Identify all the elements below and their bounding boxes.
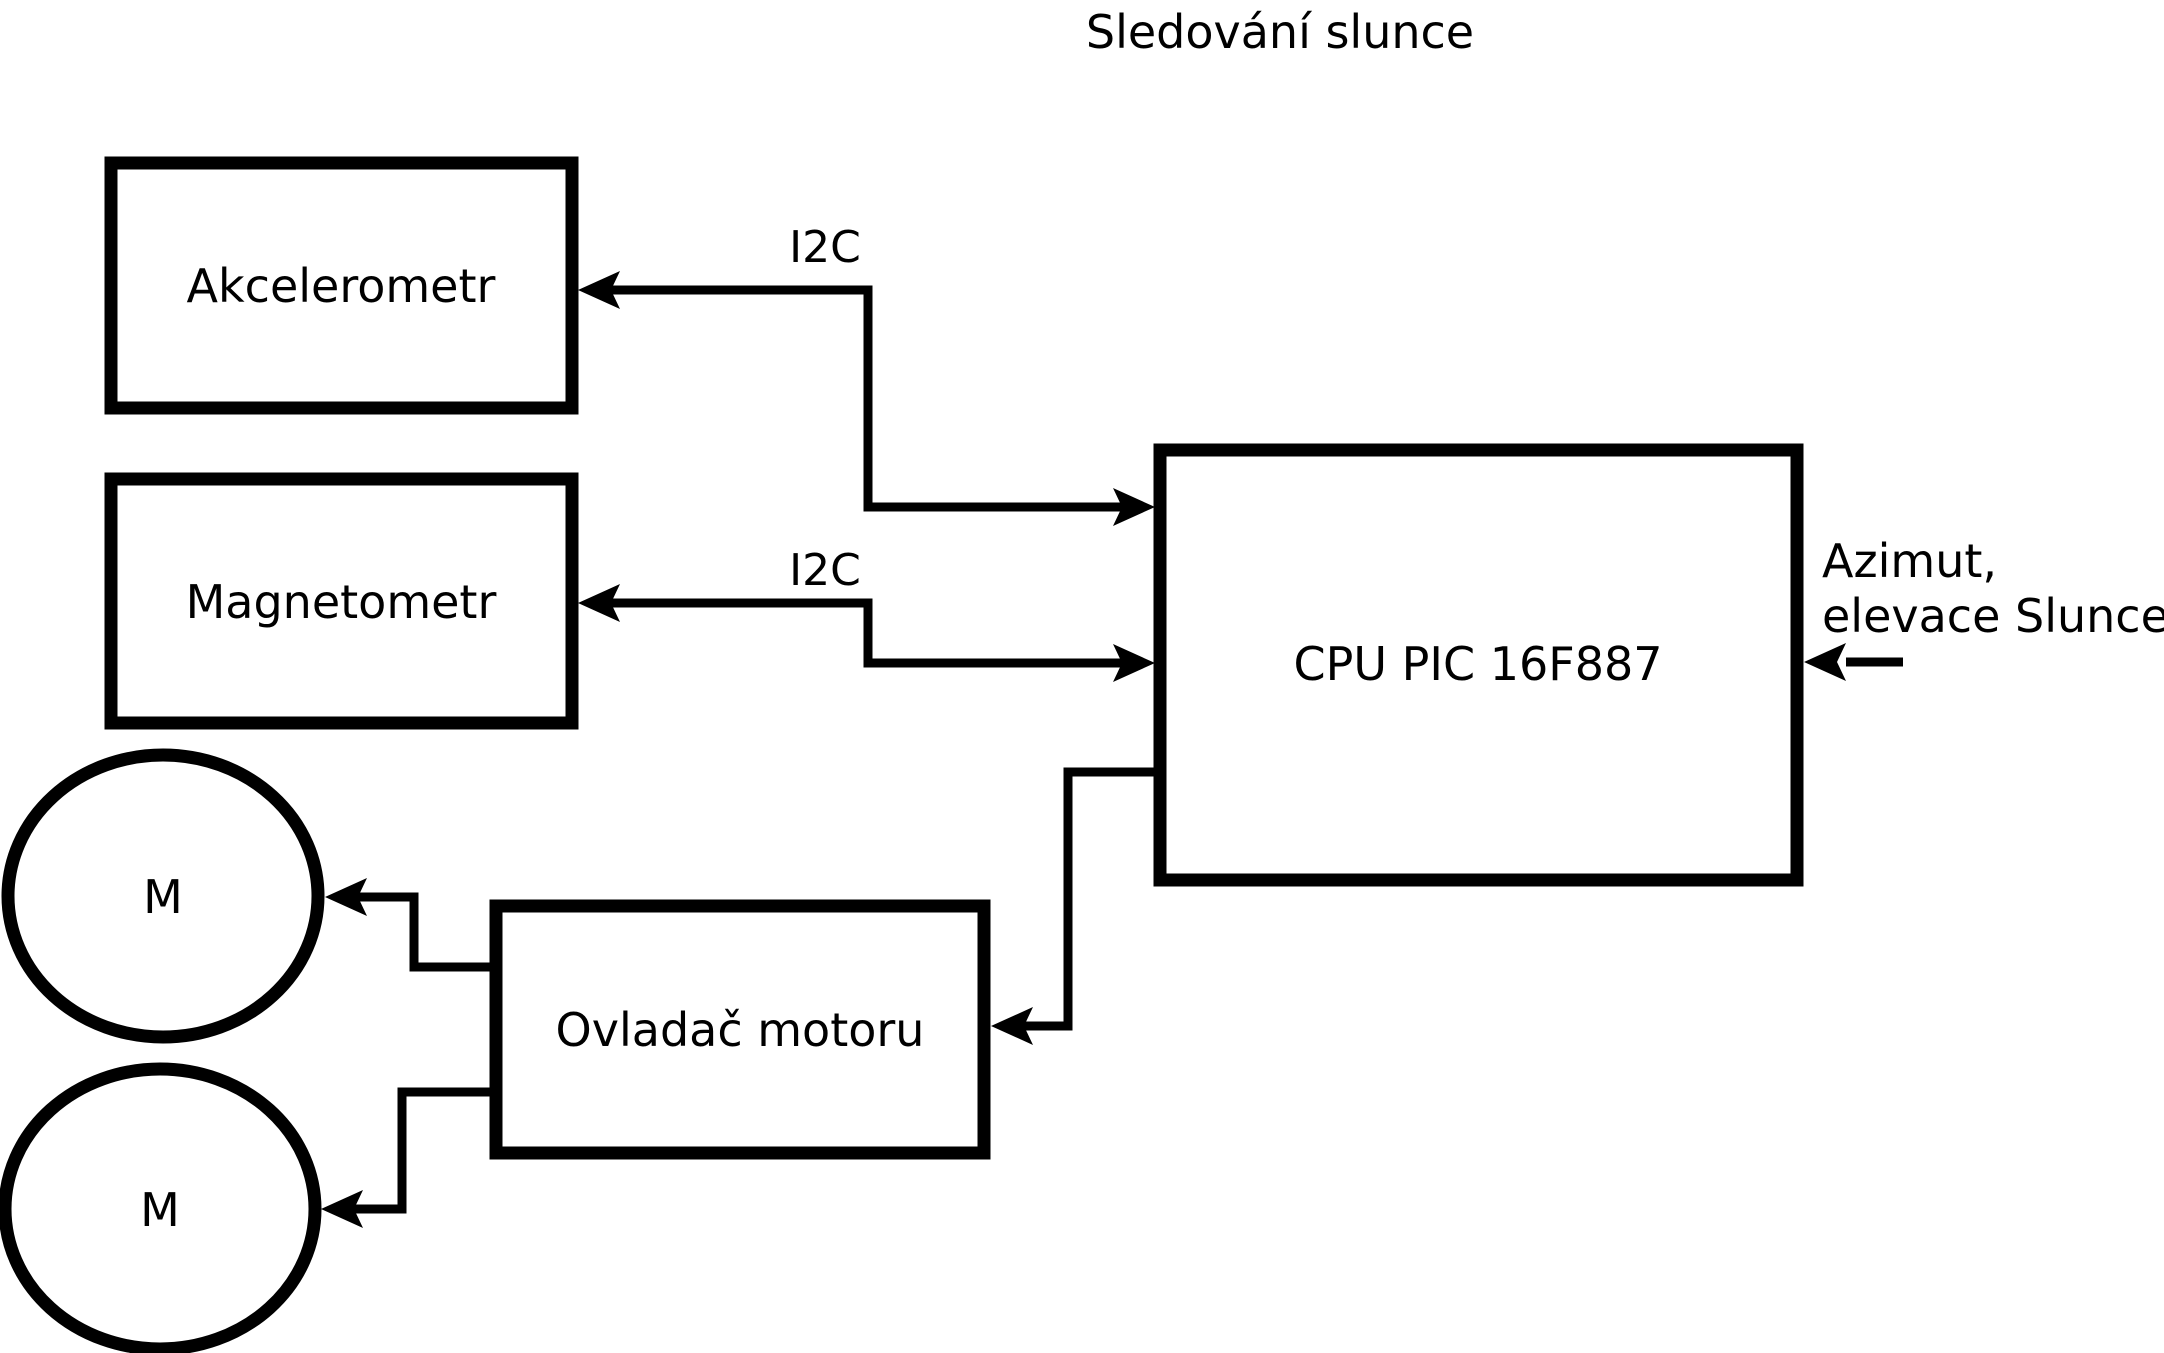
driver-to-motor-top-line (356, 892, 493, 972)
cpu-box (1153, 443, 1804, 887)
block-motor-bottom: M (0, 1062, 322, 1353)
connector-driver-to-motor-top (325, 878, 493, 972)
arrowhead-into-motor-top (325, 878, 367, 916)
akcelerometr-label: Akcelerometr (187, 259, 496, 313)
connector-azimut-input: Azimut, elevace Slunce (1804, 534, 2164, 681)
magnetometr-label: Magnetometr (186, 575, 497, 629)
arrowhead-into-cpu-mid (1113, 644, 1155, 682)
connector-i2c-magnetometr: I2C (578, 545, 1155, 682)
arrowhead-into-akcelerometr (578, 271, 620, 309)
motor-bottom-label: M (140, 1183, 180, 1237)
block-motor-driver: Ovladač motoru (489, 899, 991, 1160)
motor-top-label: M (143, 870, 183, 924)
arrowhead-into-motor-bottom (321, 1190, 363, 1228)
cpu-label: CPU PIC 16F887 (1294, 637, 1663, 691)
akcelerometr-box (104, 156, 579, 415)
arrowhead-into-cpu-top (1113, 488, 1155, 526)
i2c-akcelerometr-line (608, 285, 1123, 512)
azimut-label-line2: elevace Slunce (1822, 589, 2164, 643)
motor-top-circle (1, 748, 325, 1044)
diagram-title: Sledování slunce (1086, 5, 1474, 59)
motor-driver-box (489, 899, 991, 1160)
azimut-label-line1: Azimut, (1822, 534, 1997, 588)
block-motor-top: M (1, 748, 325, 1044)
motor-driver-label: Ovladač motoru (556, 1003, 925, 1057)
block-magnetometr: Magnetometr (104, 472, 579, 730)
connector-cpu-to-motor-driver (991, 767, 1157, 1045)
connector-driver-to-motor-bottom (321, 1087, 493, 1228)
motor-bottom-circle (0, 1062, 322, 1353)
i2c-magnetometr-line (608, 598, 1123, 668)
block-cpu: CPU PIC 16F887 (1153, 443, 1804, 887)
magnetometr-box (104, 472, 579, 730)
block-akcelerometr: Akcelerometr (104, 156, 579, 415)
arrowhead-into-motor-driver (991, 1007, 1033, 1045)
driver-to-motor-bottom-line (352, 1087, 493, 1214)
i2c-label-magnetometr: I2C (789, 545, 861, 596)
arrowhead-into-cpu-right (1804, 643, 1846, 681)
connector-i2c-akcelerometr: I2C (578, 222, 1155, 526)
i2c-label-akcelerometr: I2C (789, 222, 861, 273)
cpu-to-motor-driver-line (1022, 767, 1157, 1031)
arrowhead-into-magnetometr (578, 584, 620, 622)
